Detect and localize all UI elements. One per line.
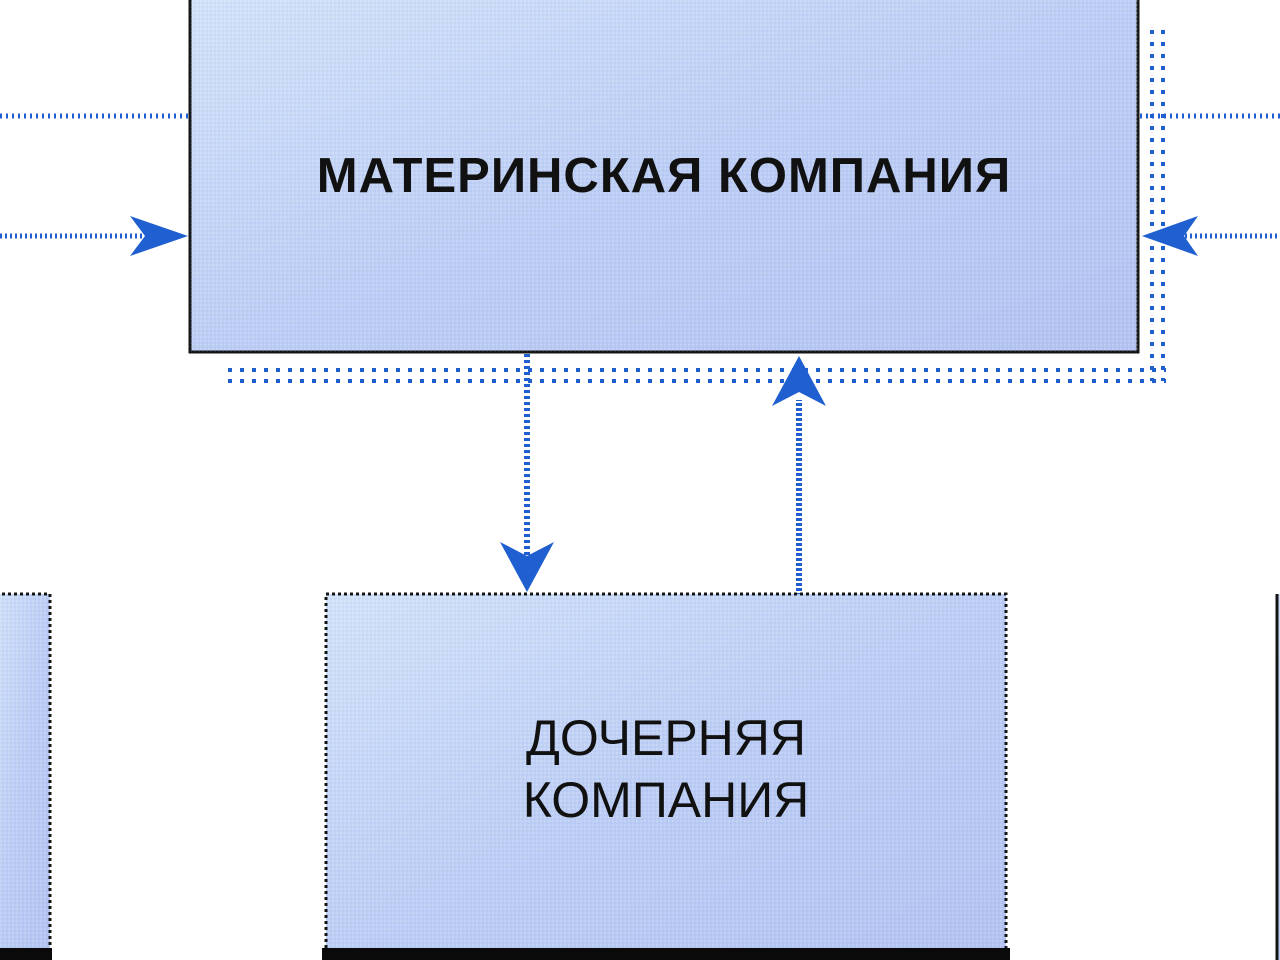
right-incoming-arrow: [1142, 216, 1280, 256]
parent-company-box: [188, 0, 1140, 354]
subsidiary-company-box: [322, 592, 1010, 960]
down-arrow-to-subsidiary: [500, 354, 554, 592]
left-incoming-arrow: [0, 216, 188, 256]
up-arrow-to-parent: [772, 356, 826, 596]
left-partial-box: [0, 592, 52, 960]
right-partial-box: [1275, 594, 1280, 960]
parent-box-shadow: [228, 30, 1166, 383]
